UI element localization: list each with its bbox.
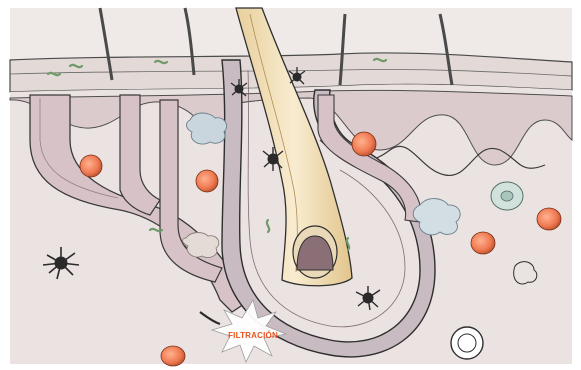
red-blood-cell-icon — [537, 208, 561, 230]
red-blood-cell-icon — [352, 132, 376, 156]
filtration-label: FILTRACIÓN — [218, 331, 288, 340]
red-blood-cell-icon — [80, 155, 102, 177]
lymphocyte-nucleus — [501, 191, 513, 201]
red-blood-cell-icon — [471, 232, 495, 254]
macrophage-icon — [187, 113, 227, 144]
neutrophil-icon — [451, 327, 483, 359]
red-blood-cell-icon — [196, 170, 218, 192]
red-blood-cell-icon — [161, 346, 185, 366]
